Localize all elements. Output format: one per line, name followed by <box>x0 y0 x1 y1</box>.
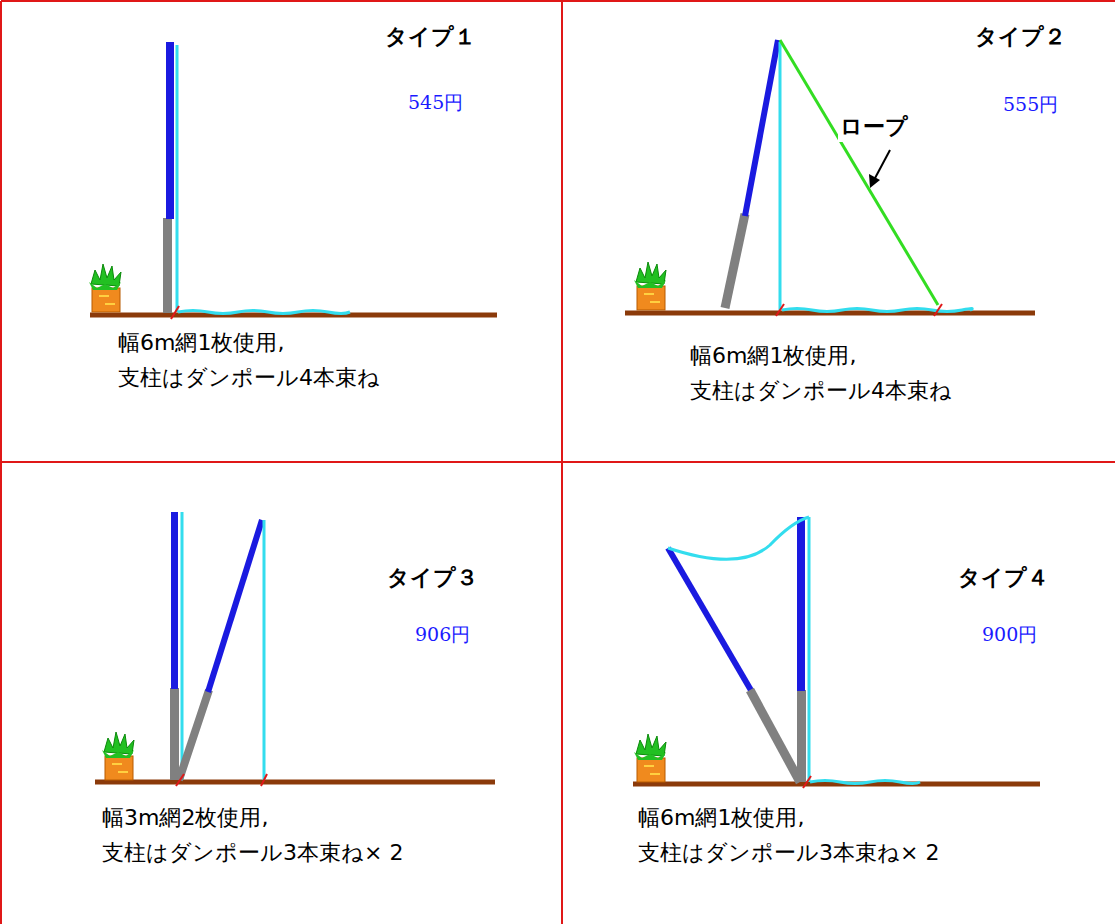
description-text: 幅6m網1枚使用, 支柱はダンポール4本束ね <box>118 325 508 395</box>
description-text: 幅6m網1枚使用, 支柱はダンポール4本束ね <box>690 338 1080 408</box>
type-panel: タイプ３ 906円幅3m網2枚使用, 支柱はダンポール3本束ね× 2 <box>0 462 562 924</box>
description-text: 幅3m網2枚使用, 支柱はダンポール3本束ね× 2 <box>102 800 492 870</box>
type-title: タイプ４ <box>958 563 1049 593</box>
type-title: タイプ１ <box>385 22 476 52</box>
type-panel: タイプ１ 545円幅6m網1枚使用, 支柱はダンポール4本束ね <box>0 0 562 462</box>
price-label: 906円 <box>415 622 470 648</box>
rope-label: ロープ <box>838 112 910 142</box>
price-label: 545円 <box>408 90 463 116</box>
type-title: タイプ３ <box>387 563 478 593</box>
price-label: 555円 <box>1003 92 1058 118</box>
type-panel: タイプ２ 555円幅6m網1枚使用, 支柱はダンポール4本束ね <box>562 0 1115 462</box>
type-panel: タイプ４ 900円幅6m網1枚使用, 支柱はダンポール3本束ね× 2 <box>562 462 1115 924</box>
type-title: タイプ２ <box>975 22 1066 52</box>
description-text: 幅6m網1枚使用, 支柱はダンポール3本束ね× 2 <box>638 800 1028 870</box>
price-label: 900円 <box>982 622 1037 648</box>
